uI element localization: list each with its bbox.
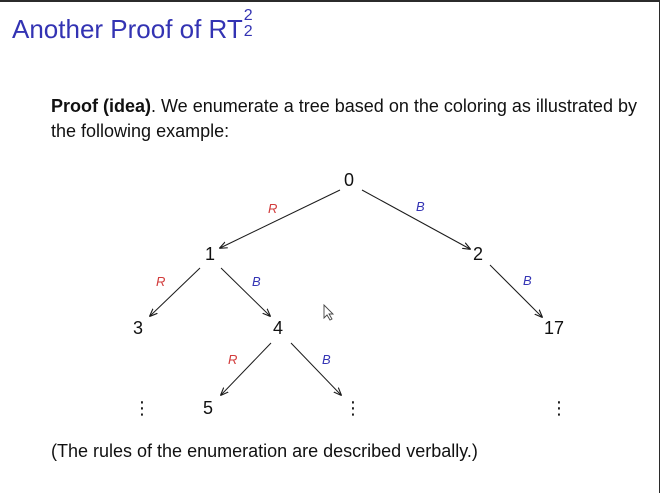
edge-label-4-b: B bbox=[322, 352, 331, 367]
tree-ellipsis-middle: ⋮ bbox=[344, 398, 362, 418]
proof-text: . We enumerate a tree based on the color… bbox=[51, 96, 637, 141]
footer-note: (The rules of the enumeration are descri… bbox=[51, 441, 478, 461]
tree-ellipsis-left: ⋮ bbox=[133, 398, 151, 418]
tree-edge-4-5 bbox=[221, 342, 272, 395]
tree-node-0: 0 bbox=[344, 170, 354, 190]
tree-node-5: 5 bbox=[203, 398, 213, 418]
edge-label-0-1: R bbox=[268, 201, 277, 216]
tree-node-2: 2 bbox=[473, 244, 483, 264]
edge-label-2-17: B bbox=[523, 273, 532, 288]
tree-node-4: 4 bbox=[273, 318, 283, 338]
tree-edge-4-b bbox=[290, 342, 341, 395]
title-subscript: 2 bbox=[243, 23, 253, 40]
tree-node-1: 1 bbox=[205, 244, 215, 264]
proof-label: Proof (idea) bbox=[51, 96, 152, 116]
tree-node-3: 3 bbox=[133, 318, 143, 338]
tree-edge-0-1 bbox=[220, 189, 341, 248]
slide-title-text: Another Proof of RT bbox=[12, 14, 243, 44]
edge-label-1-4: B bbox=[252, 274, 261, 289]
tree-ellipsis-right: ⋮ bbox=[550, 398, 568, 418]
edge-label-1-3: R bbox=[156, 274, 165, 289]
tree-edge-1-3 bbox=[150, 267, 201, 316]
proof-paragraph: Proof (idea). We enumerate a tree based … bbox=[51, 94, 641, 144]
title-superscript: 2 bbox=[243, 7, 253, 24]
edge-label-0-2: B bbox=[416, 199, 425, 214]
tree-node-17: 17 bbox=[544, 318, 564, 338]
tree-edge-0-2 bbox=[361, 189, 470, 249]
tree-edge-2-17 bbox=[489, 264, 542, 317]
tree-edge-1-4 bbox=[220, 267, 270, 316]
edge-label-4-5: R bbox=[228, 352, 237, 367]
mouse-cursor-icon bbox=[323, 303, 335, 321]
